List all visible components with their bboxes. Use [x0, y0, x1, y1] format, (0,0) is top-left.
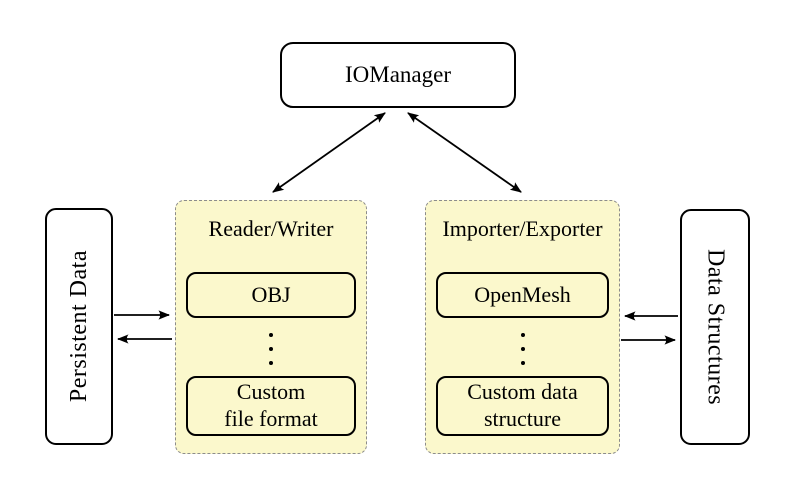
node-iomanager-label: IOManager: [344, 62, 451, 87]
vertical-dots-icon: [426, 333, 619, 365]
dot: [269, 361, 273, 365]
node-data-structures: Data Structures: [680, 209, 750, 445]
dot: [269, 347, 273, 351]
group-reader-writer-title: Reader/Writer: [208, 216, 334, 241]
node-persistent-data: Persistent Data: [45, 208, 113, 445]
node-custom-data-structure: Custom data structure: [436, 376, 609, 436]
node-data-structures-label: Data Structures: [702, 248, 729, 406]
dot: [269, 333, 273, 337]
dot: [520, 333, 525, 337]
node-openmesh: OpenMesh: [436, 272, 609, 318]
vertical-dots-icon: [176, 333, 366, 365]
group-importer-exporter-title: Importer/Exporter: [442, 216, 603, 241]
node-iomanager: IOManager: [280, 42, 516, 108]
node-persistent-data-label: Persistent Data: [65, 250, 92, 403]
arrow-iomanager-importerexporter: [407, 112, 522, 193]
node-custom-file-format: Custom file format: [186, 376, 356, 436]
dot: [520, 347, 525, 351]
node-custom-file-format-label: Custom file format: [224, 379, 318, 431]
arrow-iomanager-readerwriter: [272, 112, 386, 193]
node-custom-data-structure-label: Custom data structure: [467, 379, 578, 431]
node-obj-label: OBJ: [251, 281, 291, 307]
dot: [520, 361, 525, 365]
group-importer-exporter: Importer/Exporter OpenMesh Custom data s…: [425, 200, 620, 454]
node-openmesh-label: OpenMesh: [474, 281, 571, 307]
node-obj: OBJ: [186, 272, 356, 318]
group-reader-writer: Reader/Writer OBJ Custom file format: [175, 200, 367, 454]
